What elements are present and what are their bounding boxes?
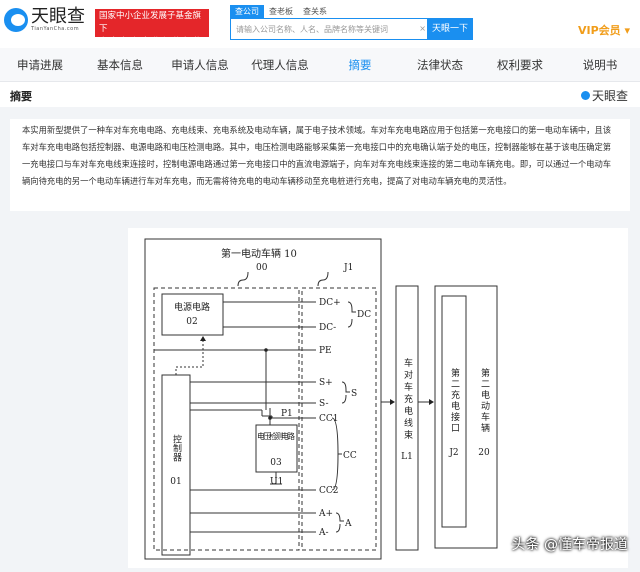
logo-subtext: TianYanCha.com: [31, 26, 80, 32]
logo-text: 天眼查: [31, 6, 85, 27]
vehicle1-label: 第一电动车辆 10: [221, 247, 297, 260]
group-cc: CC: [343, 451, 357, 461]
vip-menu[interactable]: VIP会员 ▾: [577, 24, 630, 37]
power-circuit-label: 电源电路: [174, 301, 210, 313]
section-title: 摘要: [10, 90, 32, 103]
harness-id: L1: [401, 452, 413, 462]
tab-claims[interactable]: 权利要求: [497, 58, 543, 72]
controller-label: 控制器: [171, 433, 182, 461]
port1-label: J1: [343, 263, 353, 273]
tab-description[interactable]: 说明书: [582, 58, 618, 72]
official-badge: 国家中小企业发展子基金旗下官方备案企业征信机构: [95, 9, 209, 47]
power-circuit-id: 02: [186, 317, 197, 327]
tab-agent[interactable]: 代理人信息: [251, 58, 309, 72]
pin-dc-plus: DC+: [319, 298, 341, 308]
tab-legal-status[interactable]: 法律状态: [417, 58, 463, 72]
tab-basic-info[interactable]: 基本信息: [97, 58, 143, 72]
detector-id: 03: [270, 458, 282, 468]
port2-id: J2: [448, 448, 458, 458]
pin-cc1: CC1: [319, 414, 339, 424]
vehicle2-id: 20: [478, 448, 490, 458]
pin-s-minus: S-: [319, 399, 329, 409]
pin-a-minus: A-: [318, 528, 329, 538]
abstract-text: 本实用新型提供了一种车对车充电电路、充电线束、充电系统及电动车辆，属于电子技术领…: [10, 119, 630, 211]
watermark: 头条 @懂车帝报道: [511, 537, 628, 553]
vehicle2-label: 第二电动车辆: [479, 367, 490, 434]
group-dc: DC: [357, 310, 371, 320]
pin-s-plus: S+: [319, 378, 333, 388]
circuit-diagram: 第一电动车辆 10 00 J1 电源电路 02 控制器 01 电压检测电路 03…: [144, 238, 498, 560]
search-button[interactable]: 天眼一下: [427, 18, 473, 40]
tab-abstract[interactable]: 摘要: [348, 58, 372, 72]
search-input[interactable]: 请输入公司名称、人名、品牌名称等关键词 × 天眼一下: [230, 18, 473, 40]
group-a: A: [344, 519, 352, 529]
detail-tabs: 申请进展 基本信息 申请人信息 代理人信息 摘要 法律状态 权利要求 说明书: [0, 48, 640, 82]
pin-dc-minus: DC-: [319, 323, 336, 333]
search-tab-company[interactable]: 查公司: [230, 5, 264, 18]
port2-label: 第二充电接口: [449, 367, 460, 434]
controller-id: 01: [170, 477, 181, 487]
u1-label: U1: [270, 477, 283, 487]
circuit-label: 00: [256, 263, 268, 273]
pin-a-plus: A+: [318, 509, 333, 519]
detector-label: 电压检测电路: [257, 431, 295, 441]
group-s: S: [351, 389, 357, 399]
tab-applicant[interactable]: 申请人信息: [171, 58, 229, 72]
patent-figure: 第一电动车辆 10 00 J1 电源电路 02 控制器 01 电压检测电路 03…: [128, 228, 628, 568]
brand-mark: 天眼查: [581, 87, 628, 104]
pin-cc2: CC2: [319, 486, 339, 496]
section-header: 摘要 天眼查: [0, 82, 640, 107]
pin-pe: PE: [319, 346, 332, 356]
logo-icon: [4, 8, 28, 32]
search-tab-boss[interactable]: 查老板: [269, 7, 293, 16]
p1-label: P1: [281, 409, 293, 419]
clear-icon[interactable]: ×: [419, 24, 426, 33]
search-tab-relation[interactable]: 查关系: [303, 7, 327, 16]
tab-progress[interactable]: 申请进展: [17, 58, 63, 72]
harness-label: 车对车充电线束: [402, 357, 413, 442]
